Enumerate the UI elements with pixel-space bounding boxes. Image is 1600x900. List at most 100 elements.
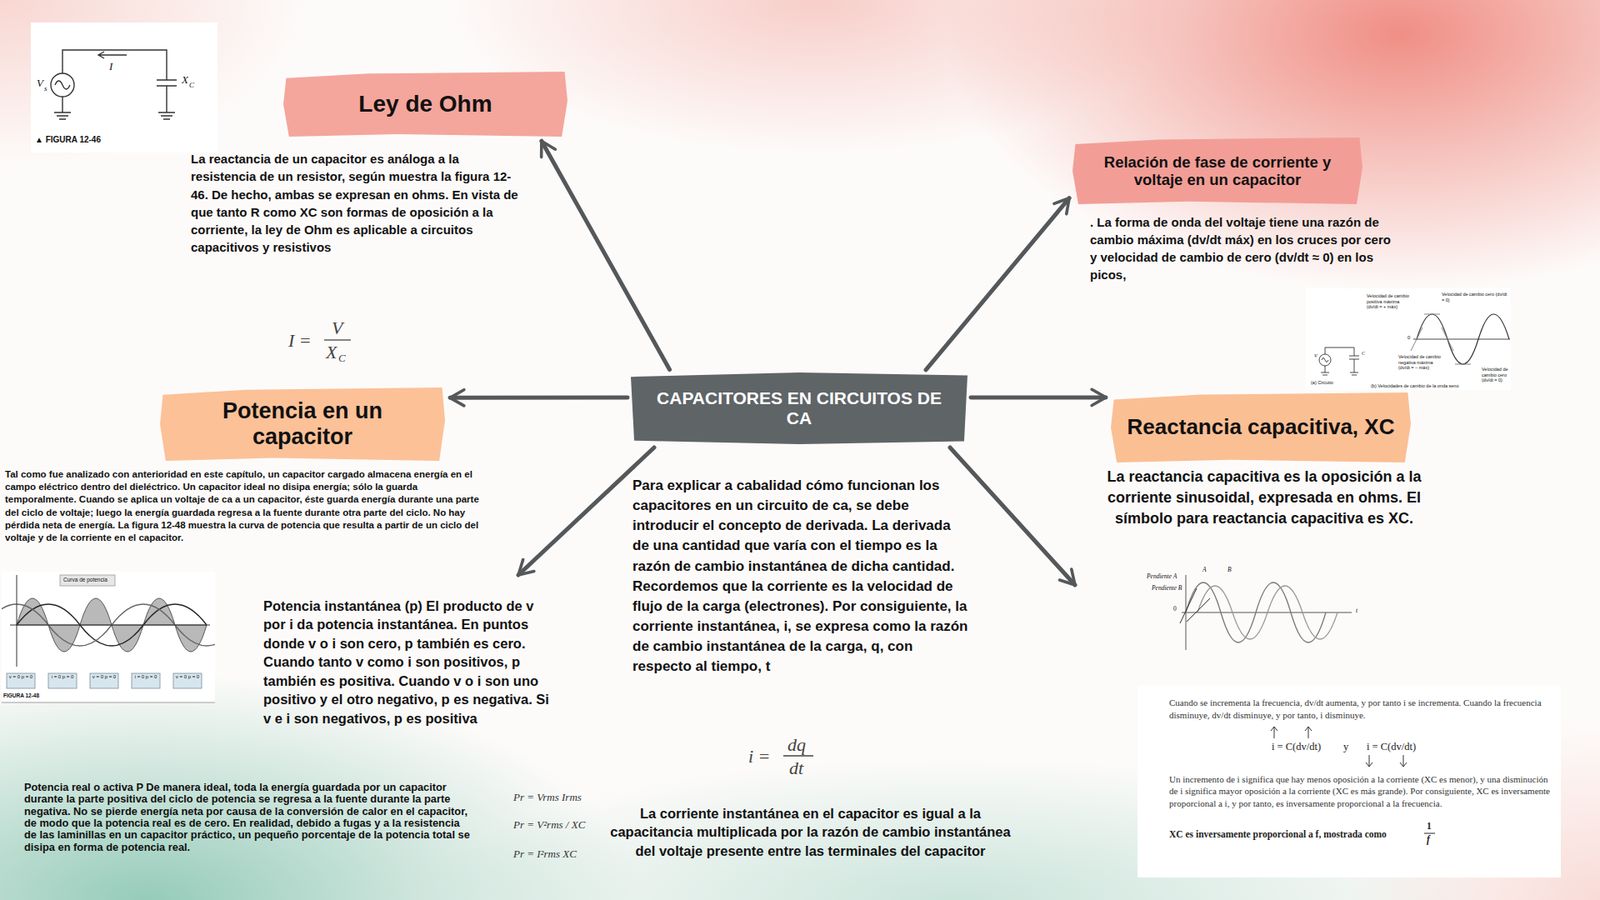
body-text: Para explicar a cabalidad cómo funcionan… <box>632 475 970 677</box>
formula-text: V <box>331 317 343 339</box>
figure-caption: ▲ FIGURA 12-46 <box>35 135 101 145</box>
callout-text: i = 0 p = 0 <box>48 674 77 681</box>
annotation: Velocidad de cambio negativa máxima (dv/… <box>1398 354 1442 371</box>
figure-caption: (b) Velocidades de cambio de la onda sen… <box>1370 383 1460 389</box>
wire <box>1325 347 1355 356</box>
body-text: La reactancia capacitiva es la oposición… <box>1101 466 1427 530</box>
node-text: Relación de fase de corriente y voltaje … <box>1082 153 1353 190</box>
connector-arrow <box>970 395 1106 400</box>
annotation: Velocidad de cambio cero (dv/dt = 0) <box>1481 366 1510 384</box>
topic-band: Relación de fase de corriente y voltaje … <box>1072 137 1363 205</box>
chart-label: Curva de potencia <box>63 576 108 583</box>
formula-text: i = <box>748 745 770 767</box>
formula-text: I = <box>288 330 312 351</box>
body-text: Cuando se incrementa la frecuencia, dv/d… <box>1169 696 1553 722</box>
chart-axis <box>1413 339 1510 340</box>
formula-text: XC es inversamente proporcional a f, mos… <box>1169 829 1387 840</box>
formula-text: X <box>325 341 337 363</box>
ground-symbol <box>1320 365 1330 375</box>
figure-panel <box>1 571 215 704</box>
formula-text: f <box>1426 834 1430 845</box>
text-panel <box>1137 685 1561 878</box>
body-text: Potencia instantánea (p) El producto de … <box>263 596 560 728</box>
circuit-figure <box>50 50 177 120</box>
central-topic: CAPACITORES EN CIRCUITOS DE CA <box>630 372 968 445</box>
axis-label: 0 <box>1173 605 1177 614</box>
callout-text: i = 0 p = 0 <box>131 674 160 681</box>
chart-callouts <box>6 673 202 689</box>
body-text: Tal como fue analizado con anterioridad … <box>5 468 489 545</box>
callout-box <box>48 673 77 689</box>
figure-panel <box>1305 288 1511 390</box>
body-text: Potencia real o activa P De manera ideal… <box>24 781 475 854</box>
capacitor-symbol <box>156 80 177 86</box>
formula-text: dt <box>789 757 804 779</box>
node-text: Reactancia capacitiva, XC <box>1120 415 1401 440</box>
capacitor-symbol <box>1349 355 1360 360</box>
ac-source-wave <box>55 80 70 90</box>
capacitor-label: C <box>1361 350 1365 357</box>
figure-rule <box>1 702 215 704</box>
callout-box <box>90 673 119 689</box>
tangent-lines <box>1180 588 1210 624</box>
ground-symbol <box>158 85 175 120</box>
figure-caption: FIGURA 12-48 <box>3 692 40 699</box>
ac-source-symbol <box>50 73 75 97</box>
formula-text: 1 <box>1426 820 1432 832</box>
connector-arrow <box>925 198 1070 370</box>
reactance-label: X <box>181 74 189 87</box>
annotation: Pendiente A <box>1146 573 1177 581</box>
connector-arrow <box>541 140 670 370</box>
formula-text: Pr = I²rms XC <box>513 848 577 861</box>
chart-legend-box <box>60 575 115 586</box>
connector-arrow <box>450 395 628 400</box>
body-text: La corriente instantánea en el capacitor… <box>600 804 1021 860</box>
callout-box <box>173 673 202 689</box>
formula-text: Pr = V²rms / XC <box>513 819 585 832</box>
chart-axis <box>10 575 210 667</box>
callout-box <box>6 673 35 689</box>
fraction-bar <box>783 755 814 756</box>
power-chart <box>1 575 215 667</box>
node-text: CAPACITORES EN CIRCUITOS DE CA <box>644 388 955 429</box>
topic-band: Ley de Ohm <box>283 71 568 137</box>
body-text: Un incremento de i significa que hay men… <box>1169 773 1553 810</box>
axis-label: t <box>1355 607 1358 615</box>
ac-source-wave <box>1321 358 1329 363</box>
topic-band: Reactancia capacitiva, XC <box>1110 392 1411 463</box>
body-text: . La forma de onda del voltaje tiene una… <box>1090 213 1395 284</box>
decrease-arrows <box>1365 755 1407 767</box>
rate-figure <box>1319 314 1510 375</box>
figure-caption: (a) Circuito <box>1310 380 1334 385</box>
formula-subscript: C <box>338 352 346 365</box>
formula-text: y <box>1343 740 1349 753</box>
ground-symbol <box>1350 359 1359 375</box>
point-label: B <box>1227 566 1232 575</box>
callout-text: v = 0 p = 0 <box>90 674 119 681</box>
point-label: A <box>1202 566 1207 575</box>
node-text: Ley de Ohm <box>296 90 555 118</box>
callout-text: v = 0 p = 0 <box>6 674 35 681</box>
ground-symbol <box>54 96 71 120</box>
annotation: Velocidad de cambio cero (dv/dt = 0) <box>1441 291 1509 303</box>
current-label: I <box>109 60 113 74</box>
chart-axis <box>1181 575 1352 650</box>
ac-source-symbol <box>1319 354 1331 366</box>
callout-box <box>131 673 160 689</box>
fraction-bar <box>1424 833 1435 835</box>
annotation: Pendiente B <box>1151 585 1182 593</box>
sine-curve <box>1197 585 1338 640</box>
formula-text: Pr = Vrms Irms <box>513 791 582 805</box>
source-label: V <box>36 77 44 90</box>
figure-panel <box>30 22 218 153</box>
source-label: V <box>1314 353 1318 360</box>
callout-text: v = 0 p = 0 <box>173 674 202 681</box>
source-subscript: s <box>44 84 48 93</box>
body-text: La reactancia de un capacitor es análoga… <box>190 150 520 257</box>
increase-arrows <box>1270 726 1312 739</box>
reactance-subscript: C <box>189 80 195 90</box>
formula-text: dq <box>787 734 806 755</box>
slope-figure <box>1180 575 1352 650</box>
axis-label: 0 <box>1407 335 1410 341</box>
